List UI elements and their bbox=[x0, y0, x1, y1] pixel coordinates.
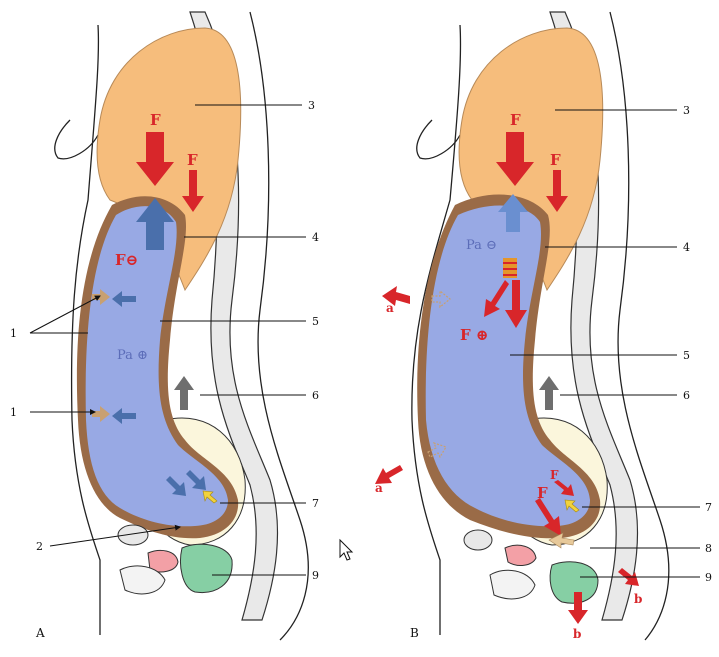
leader-2 bbox=[50, 527, 180, 546]
callout-6b: 6 bbox=[683, 389, 690, 402]
callout-1a: 1 bbox=[10, 327, 17, 340]
muscle-pink-b bbox=[505, 545, 536, 565]
callout-8b: 8 bbox=[705, 542, 712, 555]
direction-label-a1: a bbox=[386, 301, 394, 315]
callout-2: 2 bbox=[36, 540, 43, 553]
direction-label-b1: b bbox=[634, 592, 642, 606]
callout-1b: 1 bbox=[10, 406, 17, 419]
direction-label-a2: a bbox=[375, 481, 383, 495]
force-label-3-b: F ⊕ bbox=[460, 326, 488, 344]
callout-7b: 7 bbox=[705, 501, 712, 514]
callout-4b: 4 bbox=[683, 241, 690, 254]
callout-7a: 7 bbox=[312, 497, 319, 510]
spine-arrow-a bbox=[174, 376, 194, 410]
force-label-2-a: F bbox=[187, 151, 198, 169]
callout-3a: 3 bbox=[308, 99, 315, 112]
arrow-cursor-icon bbox=[340, 540, 352, 560]
muscle-green-a bbox=[181, 544, 233, 592]
callout-9a: 9 bbox=[312, 569, 319, 582]
callout-5b: 5 bbox=[683, 349, 690, 362]
panel-b: F F F ⊕ F F Pa ⊖ a a b b 3 4 5 6 7 8 9 B bbox=[375, 12, 712, 641]
panel-label-a: A bbox=[35, 626, 45, 640]
callout-5a: 5 bbox=[312, 315, 319, 328]
callout-6a: 6 bbox=[312, 389, 319, 402]
force-label-2-b: F bbox=[550, 151, 561, 169]
force-label-1-b: F bbox=[510, 111, 521, 129]
direction-label-b2: b bbox=[573, 627, 581, 641]
spine-arrow-b bbox=[539, 376, 559, 410]
callout-9b: 9 bbox=[705, 571, 712, 584]
callout-4a: 4 bbox=[312, 231, 319, 244]
organ-b bbox=[490, 570, 535, 599]
force-label-1-a: F bbox=[150, 111, 161, 129]
force-label-3-a: F⊖ bbox=[115, 251, 138, 269]
panel-a: F F F⊖ Pa ⊕ 1 1 2 3 4 5 6 7 9 A bbox=[10, 12, 319, 640]
pressure-label-b: Pa ⊖ bbox=[466, 238, 497, 253]
pubic-bone-b bbox=[464, 530, 492, 550]
panel-label-b: B bbox=[410, 626, 419, 640]
force-label-4-b: F bbox=[550, 468, 559, 482]
force-label-5-b: F bbox=[537, 484, 548, 502]
callout-3b: 3 bbox=[683, 104, 690, 117]
pressure-label-a: Pa ⊕ bbox=[117, 348, 148, 363]
